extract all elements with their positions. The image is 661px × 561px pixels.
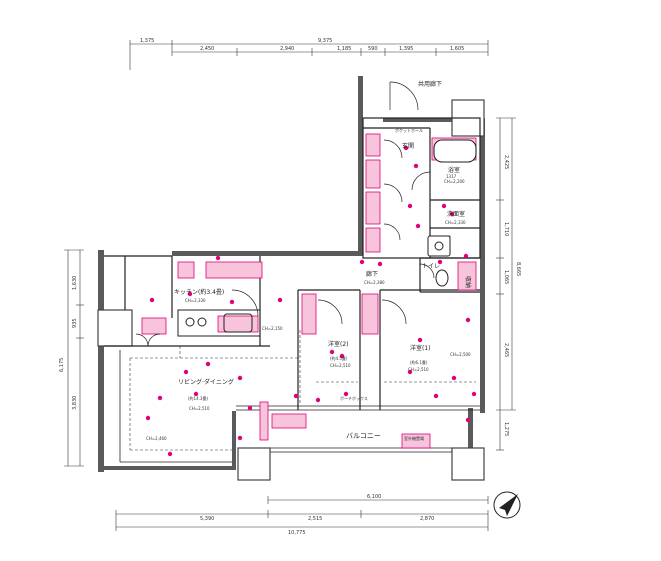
dim-top-seg-1: 2,450 [200,46,214,52]
door-swings [135,81,435,347]
label-entrance-sub: ポケットホール [395,127,423,133]
dim-bottom-seg-1: 5,390 [200,516,214,522]
north-arrow-icon [493,491,521,519]
label-bedroom1: 洋室(1) [410,344,431,352]
label-living-ch3: CH=2,460 [146,436,167,441]
label-bedroom2-ch: CH=2,510 [330,363,351,368]
dim-top-seg-5: 1,395 [399,46,413,52]
label-bedroom1-ch: CH=2,510 [408,367,429,372]
dim-top-seg-2: 2,940 [280,46,294,52]
dim-top-seg-4: 590 [368,46,378,52]
dim-right-seg-3: 1,065 [503,270,509,284]
dim-right-seg-5: 1,275 [503,422,509,436]
label-corridor: 共用廊下 [418,80,442,88]
label-living-ch2: CH=2,150 [262,326,283,331]
outer-walls [98,76,485,472]
label-living-ch: CH=2,510 [189,406,210,411]
label-entrance: 玄関 [402,142,414,150]
dim-bottom-seg-2: 2,515 [308,516,322,522]
dim-right-total: 8,665 [515,262,521,276]
dim-right-seg-1: 2,425 [503,155,509,169]
dim-bottom-seg-3: 2,870 [420,516,434,522]
label-storage: 収納 [464,276,472,288]
dim-top-seg-3: 1,185 [337,46,351,52]
label-bath: 浴室 [448,166,460,174]
dim-right-seg-4: 2,465 [503,343,509,357]
label-washroom: 洗面室 [447,210,465,218]
label-balcony: バルコニー [346,432,381,440]
label-washroom-ch: CH=2,330 [445,220,466,225]
dim-right-seg-2: 1,710 [503,222,509,236]
dim-bottom-total: 10,775 [288,530,306,536]
dim-bottom-upper: 6,100 [367,494,381,500]
label-bath-ch: CH=2,200 [444,179,465,184]
label-bedroom1-ch-side: CH=2,500 [450,352,471,357]
dim-left-seg-1: 1,630 [72,276,78,290]
bottom-dimensions [115,496,489,531]
kitchen-counter [177,309,261,337]
ceiling-dash-lines [129,330,476,451]
label-living: リビング·ダイニング [178,378,234,386]
label-living-size: (約14.3畳) [188,395,208,401]
outlet-markers [145,145,477,457]
dim-top-total: 9,375 [318,38,332,44]
label-kitchen-ch: CH=2,330 [185,298,206,303]
dim-left-seg-3: 3,830 [72,396,78,410]
label-bedroom1-size: (約6.1畳) [410,359,428,365]
dim-top-left: 1,375 [140,38,154,44]
dim-left-outer: 6,175 [59,358,65,372]
label-hall-ch: CH=2,380 [364,280,385,285]
dim-left-seg-2: 935 [72,318,78,328]
label-bath-size: 1317 [446,174,457,179]
label-toilet: トイレ [422,263,440,270]
label-balcony-box: ポーチボックス [340,395,368,401]
label-bedroom2: 洋室(2) [328,340,349,348]
wash-basin [427,235,451,257]
right-dimensions [496,117,516,451]
label-bedroom2-size: (約4.5畳) [330,355,348,361]
window-lines [119,350,480,463]
left-dimensions [64,249,84,467]
label-kitchen: キッチン(約3.4畳) [174,288,224,296]
dim-top-seg-6: 1,605 [450,46,464,52]
structural-columns [97,99,485,481]
label-hall: 廊下 [366,270,378,278]
top-dimensions [129,40,489,70]
bathtub [433,139,477,163]
toilet-fixture [435,269,449,287]
label-ac-unit: 室外機置場 [404,435,424,441]
